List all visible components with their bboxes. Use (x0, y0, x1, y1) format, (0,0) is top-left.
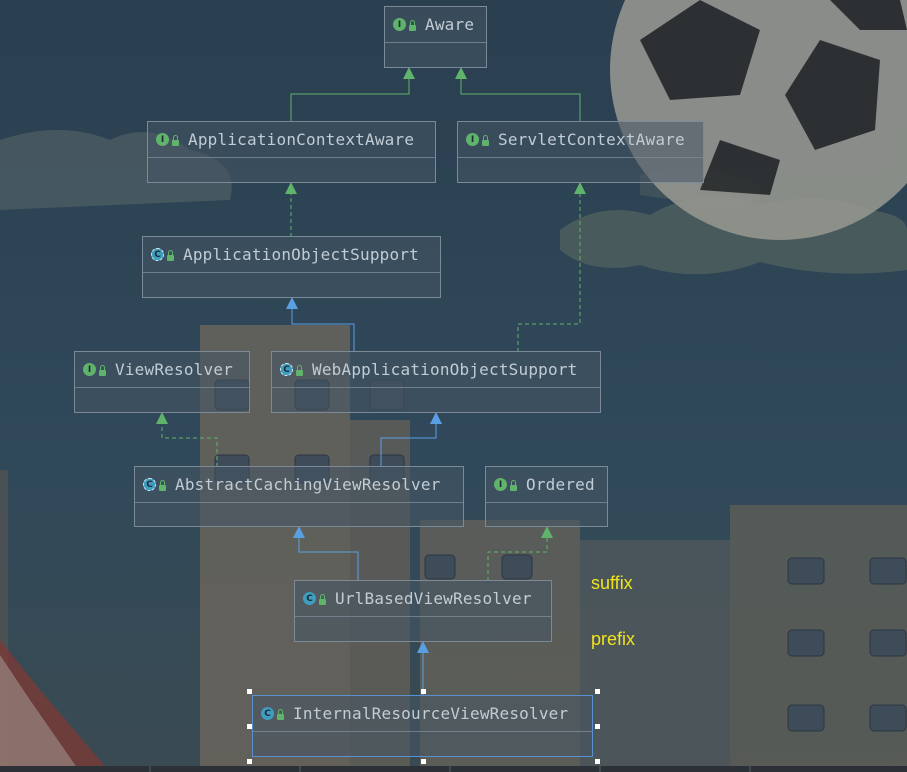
node-label: ServletContextAware (498, 130, 685, 149)
node-servlet-context-aware[interactable]: I ServletContextAware (457, 121, 704, 183)
node-web-application-object-support[interactable]: C WebApplicationObjectSupport (271, 351, 601, 413)
node-application-context-aware[interactable]: I ApplicationContextAware (147, 121, 436, 183)
selection-handle[interactable] (247, 689, 252, 694)
lock-icon (319, 593, 326, 605)
lock-icon (99, 364, 106, 376)
interface-icon: I (83, 363, 96, 376)
class-icon: C (261, 707, 274, 720)
lock-icon (296, 364, 303, 376)
lock-icon (482, 134, 489, 146)
note-prefix: prefix (591, 629, 636, 649)
class-icon: C (303, 592, 316, 605)
lock-icon (277, 708, 284, 720)
selection-handle[interactable] (421, 689, 426, 694)
selection-handle[interactable] (595, 724, 600, 729)
note-suffix: suffix (591, 573, 633, 593)
selection-handle[interactable] (595, 759, 600, 764)
interface-icon: I (156, 133, 169, 146)
interface-icon: I (494, 478, 507, 491)
abstract-class-icon: C (143, 478, 156, 491)
node-label: ViewResolver (115, 360, 233, 379)
interface-icon: I (393, 18, 406, 31)
abstract-class-icon: C (280, 363, 293, 376)
lock-icon (510, 479, 517, 491)
abstract-class-icon: C (151, 248, 164, 261)
selection-handle[interactable] (247, 724, 252, 729)
node-view-resolver[interactable]: I ViewResolver (74, 351, 250, 413)
interface-icon: I (466, 133, 479, 146)
node-label: ApplicationObjectSupport (183, 245, 419, 264)
selection-handle[interactable] (595, 689, 600, 694)
lock-icon (167, 249, 174, 261)
node-label: InternalResourceViewResolver (293, 704, 569, 723)
selection-handle[interactable] (247, 759, 252, 764)
lock-icon (159, 479, 166, 491)
node-application-object-support[interactable]: C ApplicationObjectSupport (142, 236, 441, 298)
lock-icon (409, 19, 416, 31)
node-label: Aware (425, 15, 475, 34)
node-ordered[interactable]: I Ordered (485, 466, 608, 527)
node-abstract-caching-view-resolver[interactable]: C AbstractCachingViewResolver (134, 466, 464, 527)
node-label: WebApplicationObjectSupport (312, 360, 578, 379)
lock-icon (172, 134, 179, 146)
node-label: Ordered (526, 475, 595, 494)
node-label: ApplicationContextAware (188, 130, 415, 149)
node-internal-resource-view-resolver[interactable]: C InternalResourceViewResolver (252, 695, 593, 757)
node-aware[interactable]: I Aware (384, 6, 487, 68)
node-url-based-view-resolver[interactable]: C UrlBasedViewResolver (294, 580, 552, 642)
selection-handle[interactable] (421, 759, 426, 764)
node-label: AbstractCachingViewResolver (175, 475, 441, 494)
node-label: UrlBasedViewResolver (335, 589, 532, 608)
